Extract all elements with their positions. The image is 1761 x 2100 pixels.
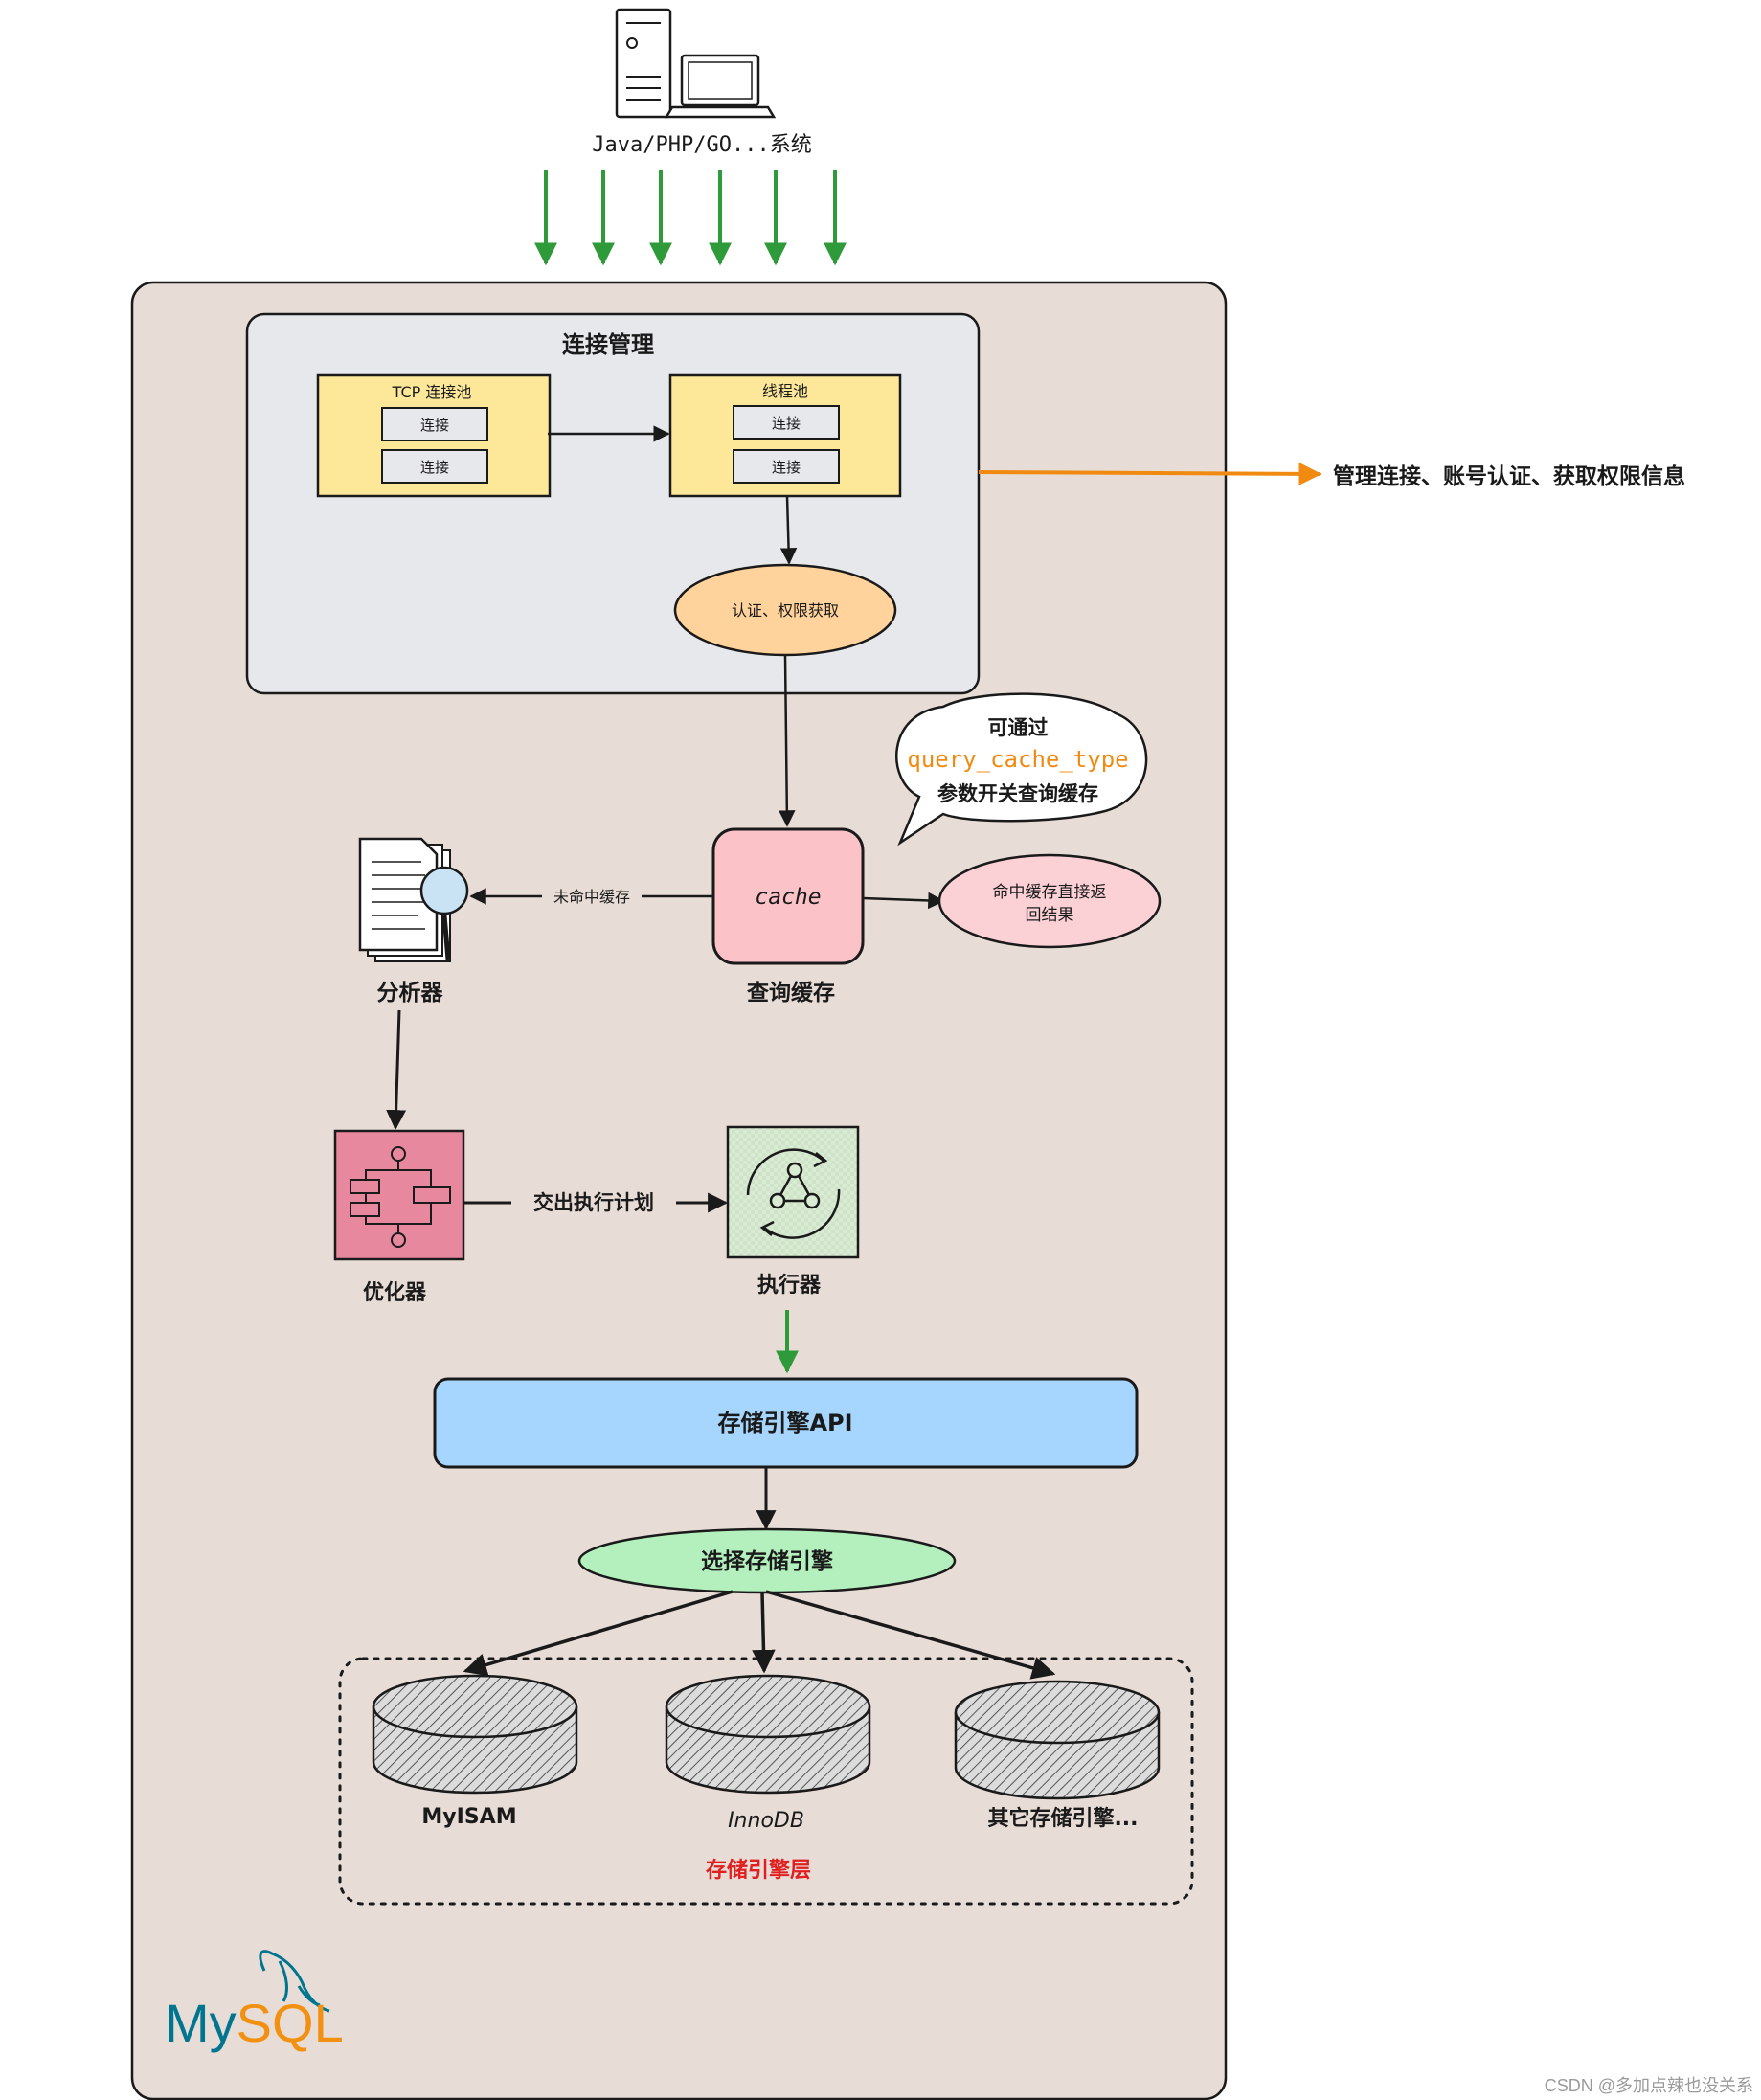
storage-layer-frame	[338, 1657, 1194, 1906]
client-label: Java/PHP/GO...系统	[592, 133, 811, 157]
mysql-logo-text: MySQL	[165, 1993, 344, 2053]
cache-hit-label-line1: 命中缓存直接返	[993, 883, 1107, 902]
cache-box-label: cache	[755, 885, 821, 910]
engine-select-label: 选择存储引擎	[701, 1548, 833, 1574]
cache-hit-label-line2: 回结果	[1026, 906, 1074, 925]
csdn-watermark: CSDN @多加点辣也没关系	[1545, 2076, 1753, 2095]
cache-hit-ellipse	[937, 853, 1162, 949]
engine-label-myisam: MyISAM	[421, 1805, 516, 1829]
tcp-connection-label: 连接	[420, 417, 449, 434]
database-disk-icon	[372, 1674, 578, 1795]
magnifier-icon	[419, 866, 469, 960]
executor-caption: 执行器	[757, 1273, 822, 1298]
logo-text-sql: SQL	[237, 1993, 344, 2053]
connection-side-note: 管理连接、账号认证、获取权限信息	[1333, 463, 1685, 489]
cache-miss-label: 未命中缓存	[553, 888, 630, 906]
storage-layer-title: 存储引擎层	[706, 1858, 811, 1883]
analyzer-to-optimizer-arrow	[386, 1009, 407, 1131]
thread-connection-slot	[733, 449, 840, 484]
thread-connection-label: 连接	[772, 459, 801, 476]
optimizer-caption: 优化器	[363, 1280, 427, 1305]
thread-connection-label: 连接	[772, 415, 801, 432]
engine-label-other: 其它存储引擎...	[987, 1806, 1138, 1831]
engine-label-innodb: InnoDB	[728, 1809, 804, 1833]
storage-api-label: 存储引擎API	[717, 1410, 852, 1436]
database-disk-icon	[665, 1674, 871, 1795]
plan-label: 交出执行计划	[533, 1191, 654, 1214]
tcp-connection-slot	[381, 449, 488, 484]
laptop-icon	[664, 54, 777, 119]
callout-line3: 参数开关查询缓存	[937, 782, 1098, 805]
tcp-connection-slot	[381, 407, 488, 441]
side-note-arrow	[978, 462, 1322, 485]
client-request-arrows	[534, 170, 847, 266]
server-computer-icon	[615, 8, 672, 119]
analyzer-caption: 分析器	[377, 981, 444, 1005]
tcp-pool-title: TCP 连接池	[392, 383, 472, 401]
plan-label-bg	[511, 1187, 676, 1216]
query-cache-callout	[895, 692, 1148, 847]
tcp-connection-label: 连接	[420, 459, 449, 476]
callout-param: query_cache_type	[907, 746, 1128, 773]
component-icon	[350, 1146, 451, 1248]
storage-api-box	[433, 1377, 1139, 1469]
connection-management-title: 连接管理	[562, 331, 654, 358]
callout-line1: 可通过	[988, 716, 1049, 739]
thread-connection-slot	[733, 405, 840, 440]
mysql-dolphin-icon	[259, 1950, 330, 2013]
auth-to-cache-arrow	[779, 654, 796, 827]
workflow-cycle-icon	[746, 1148, 841, 1239]
auth-label: 认证、权限获取	[732, 601, 839, 620]
thread-to-auth-arrow	[779, 495, 798, 565]
cache-hit-arrow	[862, 892, 945, 910]
cache-miss-label-bg	[542, 883, 642, 910]
thread-pool-title: 线程池	[762, 382, 808, 400]
cache-caption: 查询缓存	[747, 980, 835, 1005]
logo-text-my: My	[165, 1993, 237, 2053]
database-disk-icon	[954, 1680, 1161, 1800]
